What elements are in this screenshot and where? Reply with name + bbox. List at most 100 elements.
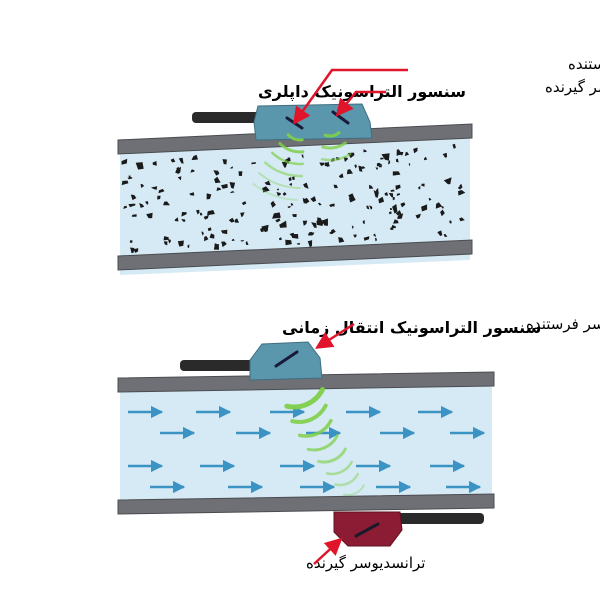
particle [234,218,239,223]
particle [408,163,411,166]
particle [380,157,384,160]
particle [240,240,245,242]
particle [381,153,390,161]
particle [209,233,215,239]
particle [346,169,353,175]
wave-arc [325,460,353,476]
particle [421,183,425,187]
particle [279,220,287,228]
particle [452,143,456,149]
particle [221,241,227,248]
particle [251,162,257,165]
wave-arc [270,151,305,166]
particle [392,171,401,176]
particle [230,166,233,169]
particle [375,237,377,242]
particle [351,225,354,229]
particle [302,197,310,204]
particle [458,186,461,190]
particle [221,183,228,189]
particle [245,241,249,245]
particle [307,240,313,248]
transit-receiver-label: ترانسدیوسر گیرنده [306,554,425,572]
particle [129,240,133,243]
particle [177,176,182,181]
particle [319,162,325,167]
particle [275,218,281,223]
wave-arc [297,418,333,438]
transit-pipe-bottom-wall [117,493,495,515]
transit-transmitter [180,341,323,381]
particle [270,200,276,208]
particle [308,231,313,236]
particle [366,205,370,210]
particle [213,244,219,250]
particle [123,205,127,209]
particle [417,185,421,190]
doppler-pipe-bottom-wall [117,239,473,271]
wave-arc [334,472,360,487]
particle [348,197,356,203]
particle [163,236,169,241]
particle [373,190,379,198]
particle [281,161,288,168]
particle [435,202,443,209]
particle [369,184,374,189]
particle [157,195,161,200]
particle [392,204,398,214]
particle [178,157,184,164]
particle [301,154,304,159]
particle [187,244,190,248]
particle [130,194,137,201]
particle [376,162,383,167]
wave-arc [320,152,352,162]
doppler-receiver-label: ترانسدیوسر گیرنده [545,78,600,96]
particle [167,239,171,244]
wave-arc [290,403,328,424]
particle [177,240,184,247]
particle [369,205,373,210]
particle [388,211,392,215]
particle [396,149,403,156]
particle [231,238,235,241]
transit-pipe-top-wall [117,371,495,393]
particle [292,214,297,218]
particle [207,210,215,216]
doppler-sensor-cable [192,112,262,123]
particle [333,184,338,189]
wave-arc [284,387,325,410]
particle [323,221,327,225]
particle [222,159,227,165]
particle [261,224,269,233]
particle [288,177,292,182]
particle [415,213,421,219]
particle [378,196,385,204]
particle [388,160,391,165]
wave-arc [323,131,341,138]
particle [204,235,209,242]
particle [128,203,136,208]
particle [260,227,264,232]
transit-fluid [120,381,492,508]
particle [303,182,309,189]
particle [316,220,324,226]
particle [146,212,153,219]
particle [158,188,165,194]
particle [437,230,443,236]
transit-wave-arcs [284,387,365,496]
particle [287,205,291,208]
particle [390,189,395,192]
particle [296,242,300,245]
particle [199,212,203,216]
particle [282,192,287,196]
particle [449,220,452,224]
doppler-sensor [192,103,373,141]
particle [384,192,389,196]
particle [196,209,200,215]
particle [441,205,444,209]
doppler-wave-arcs [252,131,352,201]
doppler-transmitter-pointer [292,68,408,125]
particle [127,177,133,180]
particle [302,220,308,226]
